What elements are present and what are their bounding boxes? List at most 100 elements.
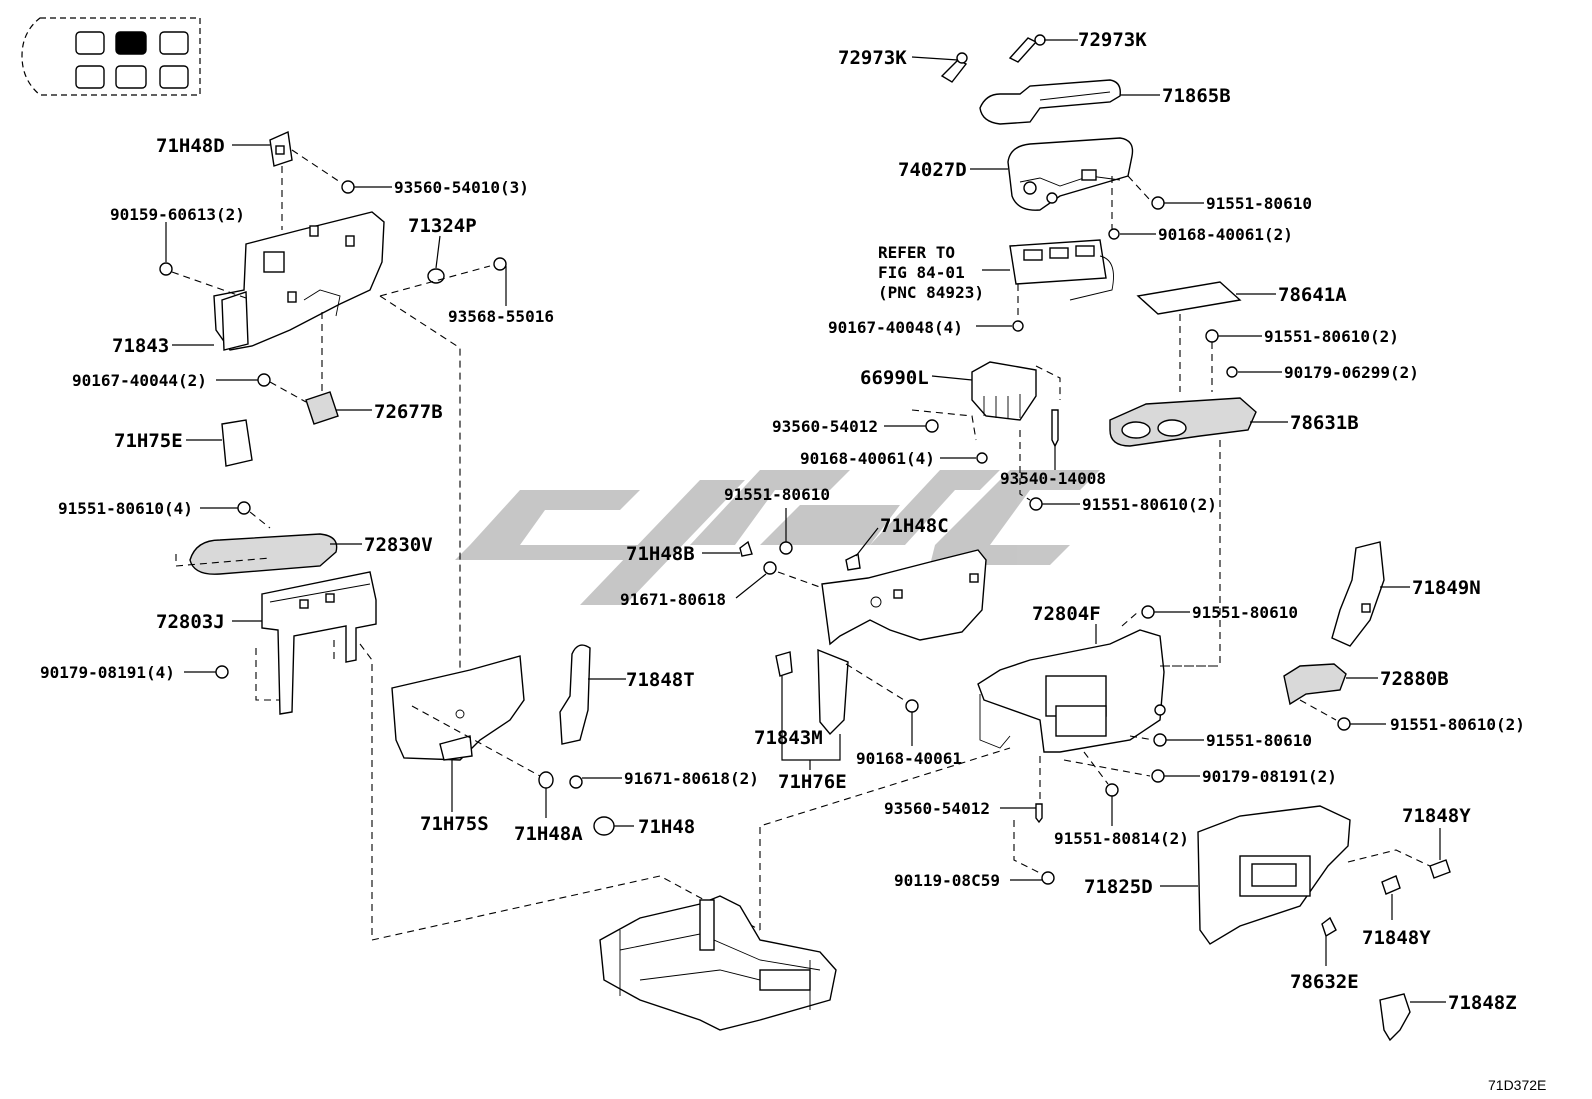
label-71H75E: 71H75E [114, 430, 183, 452]
part-71843M [775, 651, 793, 677]
bolt-90168-40061-4 [940, 452, 988, 464]
label-91551-80610-d: 91551-80610 [1206, 731, 1312, 750]
label-93560-54012-a: 93560-54012 [772, 417, 878, 436]
label-66990L: 66990L [860, 367, 929, 389]
part-66990L [971, 361, 1037, 421]
label-78632E: 78632E [1290, 971, 1359, 993]
bolt-90168-40061 [905, 699, 919, 746]
part-72830V [189, 533, 338, 575]
label-71H48A: 71H48A [514, 823, 583, 845]
label-71843M: 71843M [754, 727, 823, 749]
label-72880B: 72880B [1380, 668, 1449, 690]
bolt-91551-80610-a [1151, 196, 1204, 210]
part-72973K-left [940, 52, 968, 83]
part-71825D [1197, 805, 1351, 945]
label-91551-80610-2b: 91551-80610(2) [1082, 495, 1217, 514]
part-74027D [1007, 137, 1134, 211]
bolt-93560-54012-a [884, 419, 939, 433]
label-91671-80618: 91671-80618 [620, 590, 726, 609]
part-71H48A [538, 771, 554, 818]
label-91551-80610-4: 91551-80610(4) [58, 499, 193, 518]
callout-labels: 72973K 72973K 71865B 74027D 91551-80610 … [40, 29, 1546, 1093]
part-71865B [979, 79, 1121, 125]
part-71324P [427, 235, 445, 284]
nut-90179-08191-4 [184, 665, 229, 679]
label-90168-40061-4: 90168-40061(4) [800, 449, 935, 468]
part-seat-frame [599, 895, 837, 1031]
bolt-91551-80610-4 [200, 501, 251, 515]
nut-90179-08191-2 [1151, 769, 1200, 783]
label-91551-80610-a: 91551-80610 [1206, 194, 1312, 213]
label-72973K-b: 72973K [1078, 29, 1147, 51]
label-71H48: 71H48 [638, 816, 695, 838]
part-71H48D [269, 130, 293, 167]
label-71843: 71843 [112, 335, 169, 357]
label-90168-40061: 90168-40061 [856, 749, 962, 768]
bolt-90168-40061-a [1108, 228, 1156, 240]
label-72803J: 72803J [156, 611, 225, 633]
screw-93568-55016 [493, 257, 507, 306]
label-78641A: 78641A [1278, 284, 1347, 306]
bolt-91551-80610-2a [1205, 329, 1262, 343]
part-72804F [977, 629, 1166, 753]
label-72973K-a: 72973K [838, 47, 907, 69]
part-71848T [559, 644, 591, 745]
part-71H48 [593, 816, 634, 836]
label-90167-40048-4: 90167-40048(4) [828, 318, 963, 337]
label-78631B: 78631B [1290, 412, 1359, 434]
part-71843 [213, 211, 385, 351]
bolt-91671-80618-2 [569, 775, 622, 789]
label-91551-80610-2a: 91551-80610(2) [1264, 327, 1399, 346]
bolt-90167-40044 [216, 373, 271, 387]
part-71H48B [702, 540, 753, 557]
part-72880B [1283, 663, 1347, 706]
bolt-91551-80610-2c [1337, 717, 1386, 731]
bolt-93560-54010 [341, 180, 392, 194]
label-90179-06299-2: 90179-06299(2) [1284, 363, 1419, 382]
label-71865B: 71865B [1162, 85, 1231, 107]
diagram-code: 71D372E [1488, 1077, 1546, 1093]
bolt-91671-80618 [735, 561, 777, 599]
part-71H75E [221, 419, 253, 467]
label-72830V: 72830V [364, 534, 433, 556]
part-71848Z [1379, 993, 1411, 1042]
brand-watermark [455, 470, 1100, 605]
label-71324P: 71324P [408, 215, 477, 237]
label-90119-08C59: 90119-08C59 [894, 871, 1000, 890]
bolt-91551-80610-2b [1029, 497, 1080, 511]
label-refer-1: REFER TO [878, 243, 955, 262]
part-71H76E [821, 549, 987, 646]
label-71H75S: 71H75S [420, 813, 489, 835]
part-72973K-right [1008, 34, 1046, 63]
label-90179-08191-2: 90179-08191(2) [1202, 767, 1337, 786]
label-72804F: 72804F [1032, 603, 1101, 625]
bolt-91551-80610-c [1141, 605, 1190, 619]
part-switch-panel [1009, 239, 1114, 301]
bolt-90159-60613 [159, 222, 173, 276]
label-91551-80814-2: 91551-80814(2) [1054, 829, 1189, 848]
label-91551-80610-2c: 91551-80610(2) [1390, 715, 1525, 734]
label-93560-54012-b: 93560-54012 [884, 799, 990, 818]
label-93540-14008: 93540-14008 [1000, 469, 1106, 488]
nut-90179-06299 [1226, 366, 1282, 378]
bolt-90119-08C59 [1010, 871, 1055, 885]
label-90179-08191-4: 90179-08191(4) [40, 663, 175, 682]
label-93560-54010-3: 93560-54010(3) [394, 178, 529, 197]
part-78641A [1136, 281, 1242, 315]
label-71848Y-a: 71848Y [1402, 805, 1471, 827]
label-71H48B: 71H48B [626, 543, 695, 565]
label-71H76E: 71H76E [778, 771, 847, 793]
label-71848Y-b: 71848Y [1362, 927, 1431, 949]
part-78631B [1109, 397, 1257, 447]
label-71848T: 71848T [626, 669, 695, 691]
label-refer-2: FIG 84-01 [878, 263, 965, 282]
part-71H75S [391, 655, 525, 761]
label-71H48C: 71H48C [880, 515, 949, 537]
screw-93540-14008 [1051, 409, 1059, 470]
part-71H48C [845, 527, 879, 571]
part-72677B [305, 391, 339, 425]
bolt-90167-40048 [976, 320, 1024, 332]
label-72677B: 72677B [374, 401, 443, 423]
label-refer-3: (PNC 84923) [878, 283, 984, 302]
